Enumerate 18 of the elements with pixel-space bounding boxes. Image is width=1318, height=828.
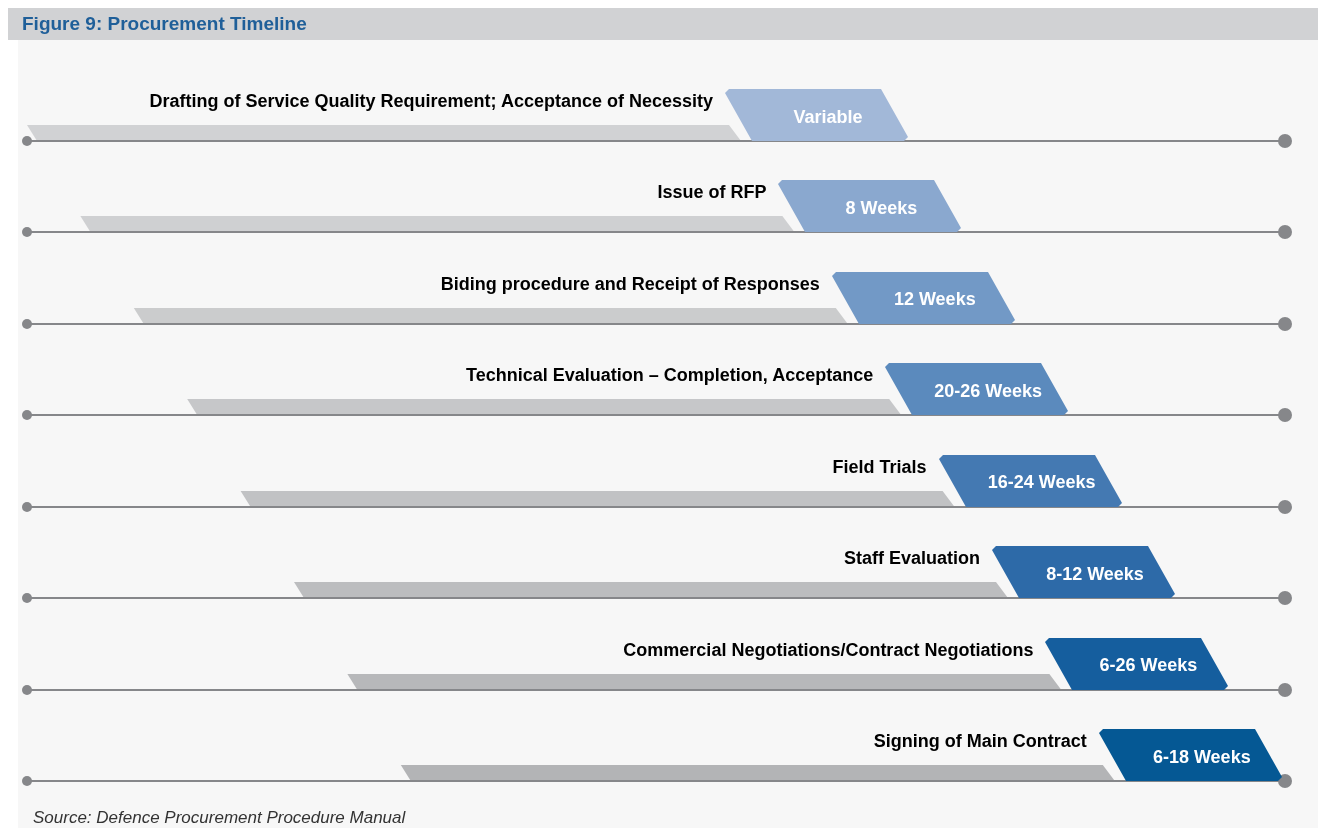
- figure-title: Figure 9: Procurement Timeline: [22, 12, 307, 36]
- duration-tag: 16-24 Weeks: [938, 454, 1123, 507]
- duration-tag: 6-18 Weeks: [1098, 729, 1283, 781]
- stage-label: Signing of Main Contract: [873, 730, 1087, 752]
- stage-label: Drafting of Service Quality Requirement; Acceptance of Necessity: [149, 90, 713, 112]
- stage-label: Issue of RFP: [657, 181, 767, 204]
- stage-label: Commercial Negotiations/Contract Negotiations: [623, 638, 1034, 661]
- duration-tag: 20-26 Weeks: [885, 363, 1070, 416]
- duration-tag: Variable: [725, 89, 909, 141]
- stage-label: Technical Evaluation – Completion, Acceptance: [466, 364, 874, 387]
- duration-tag: 12 Weeks: [831, 271, 1016, 324]
- stage-label: Field Trials: [832, 455, 927, 478]
- stage-label: Biding procedure and Receipt of Responses: [440, 272, 820, 295]
- duration-tag: 6-26 Weeks: [1045, 637, 1230, 690]
- duration-tag: 8 Weeks: [778, 180, 963, 233]
- duration-tag: 8-12 Weeks: [992, 546, 1176, 599]
- stage-label: Staff Evaluation: [843, 547, 980, 570]
- source-caption: Source: Defence Procurement Procedure Manual: [33, 807, 406, 828]
